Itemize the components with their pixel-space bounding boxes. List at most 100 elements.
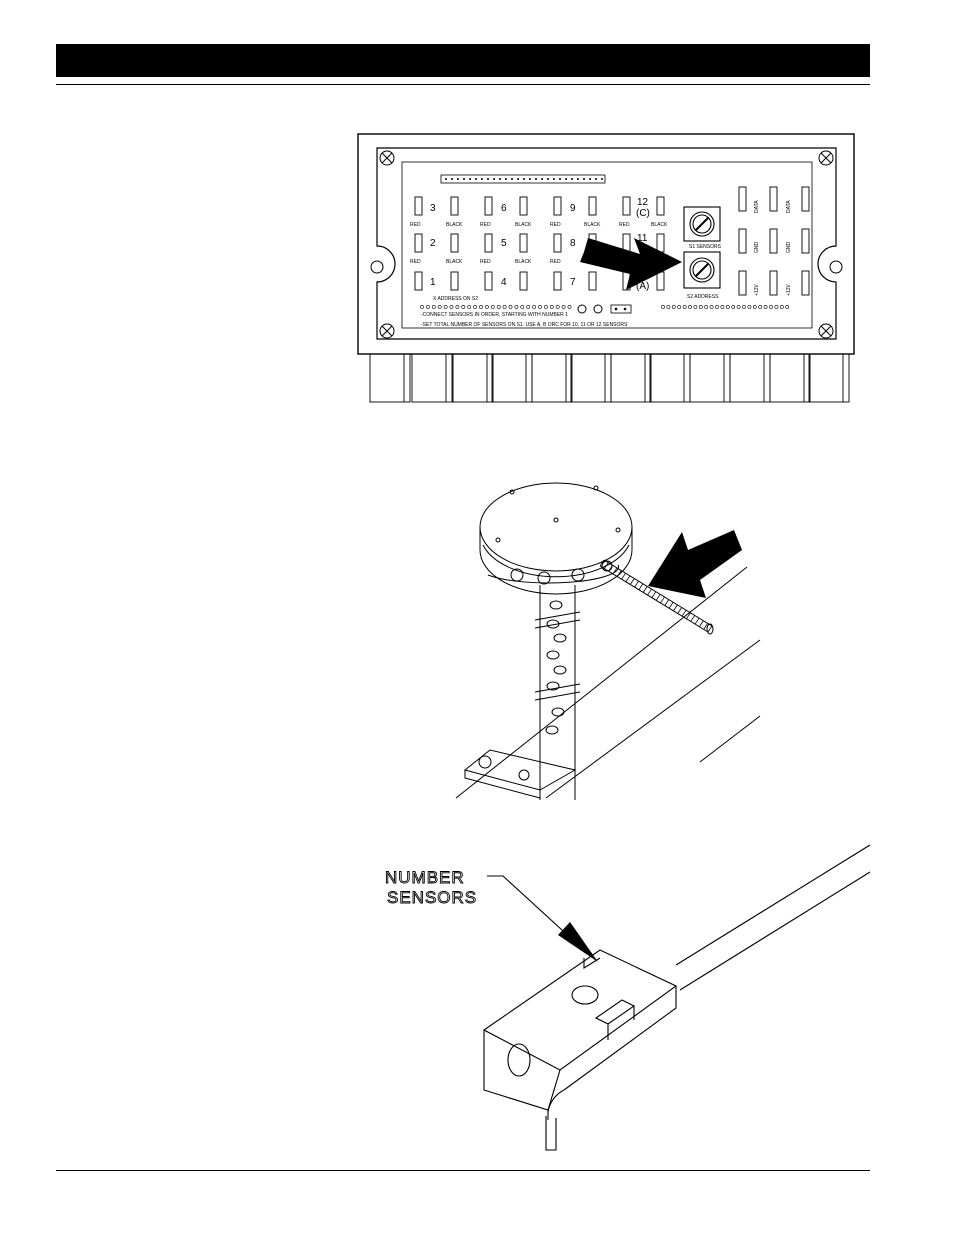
thread-line (681, 609, 687, 617)
pin-dot (526, 305, 531, 309)
right-terminal-label: GND (786, 242, 792, 254)
channel-number: 6 (501, 203, 507, 214)
pin-dot (774, 305, 779, 309)
pin-dot (493, 178, 495, 180)
pin-dot (553, 178, 555, 180)
footer-rule (56, 1170, 870, 1171)
terminal-slot (588, 196, 597, 216)
thread-line (634, 580, 639, 588)
right-terminal-label: DATA (754, 200, 760, 213)
pin-dot (517, 178, 519, 180)
pin-dot (742, 305, 746, 309)
terminal-slot (414, 233, 423, 253)
wire-label: RED (410, 222, 421, 228)
thread-line (625, 575, 631, 583)
channel-number: 2 (430, 238, 436, 249)
terminal-slot (414, 271, 423, 291)
pin-dot (484, 305, 489, 309)
pin-dot (455, 305, 460, 309)
connector-plug (531, 353, 573, 403)
pin-dot (508, 305, 513, 309)
pin-dot (785, 305, 790, 309)
pin-dot (565, 178, 567, 180)
pin-dot (481, 178, 483, 180)
wire-label: BLACK (515, 222, 532, 228)
terminal-slot (484, 271, 493, 291)
channel-number: 8 (570, 238, 576, 249)
thread-line (612, 567, 618, 575)
board-note: -SET TOTAL NUMBER OF SENSORS ON S1. USE … (421, 322, 628, 328)
thread-line (703, 623, 709, 630)
terminal-slot (769, 270, 778, 296)
terminal-slot (519, 196, 528, 216)
pin-dot (541, 178, 543, 180)
board-note: X ADDRESS ON S2 (433, 296, 478, 302)
terminal-slot (450, 196, 459, 216)
pin-dot (511, 178, 513, 180)
pin-dot (461, 305, 466, 309)
wire-label: BLACK (515, 259, 532, 265)
thread-line (616, 570, 622, 577)
right-terminal-label: GND (754, 242, 760, 254)
pin-dot (535, 178, 537, 180)
thread-line (699, 620, 704, 627)
s2-switch-label: S2 ADDRESS (687, 294, 719, 300)
pin-dot (567, 305, 572, 309)
pin-dot (469, 178, 471, 180)
wire-label: RED (410, 259, 421, 265)
pin-dot (661, 305, 665, 309)
pin-dot (514, 305, 519, 309)
thread-line (660, 596, 665, 604)
pin-dot (523, 178, 525, 180)
channel-number: 3 (430, 203, 436, 214)
connector-plug (452, 353, 494, 403)
callout-label-line1: NUMBER (385, 868, 465, 887)
pin-dot (547, 178, 549, 180)
thread-line (608, 565, 613, 572)
pin-dot (437, 305, 442, 309)
pin-dot (682, 305, 687, 309)
pin-dot (502, 305, 507, 309)
pin-dot (698, 305, 703, 309)
pin-dot (467, 305, 472, 309)
thread-line (655, 594, 661, 601)
pin-dot (520, 305, 525, 309)
connector-plug (411, 353, 453, 403)
pin-dot (473, 305, 478, 309)
terminal-slot (553, 196, 562, 216)
pin-dot (529, 178, 531, 180)
arrow-icon (580, 238, 682, 290)
terminal-slot (656, 196, 665, 216)
thread-line (603, 562, 609, 569)
pin-dot (445, 178, 447, 180)
terminal-slot (414, 196, 423, 216)
thread-line (664, 599, 670, 606)
pin-dot (559, 178, 561, 180)
wire-label: RED (550, 259, 561, 265)
header-bar (56, 44, 870, 77)
pin-dot (561, 305, 566, 309)
thread-line (694, 617, 700, 625)
channel-number: 4 (501, 277, 507, 288)
pin-dot (725, 305, 730, 309)
connector-plug (769, 353, 811, 403)
pin-dot (589, 178, 591, 180)
pin-dot (747, 305, 752, 309)
pin-dot (693, 305, 698, 309)
terminal-slot (801, 228, 810, 254)
terminal-slot (519, 233, 528, 253)
pin-dot (595, 178, 597, 180)
wire-label: BLACK (446, 259, 463, 265)
terminal-slot (769, 186, 778, 212)
connector-plug (369, 353, 411, 403)
wire-label: RED (550, 222, 561, 228)
header-rule (56, 84, 870, 85)
terminal-slot (484, 233, 493, 253)
channel-sub-label: (A) (636, 281, 649, 292)
pin-dot (420, 305, 424, 309)
pin-dot (463, 178, 465, 180)
pin-dot (752, 305, 757, 309)
pin-dot (538, 305, 542, 309)
pin-dot (443, 305, 448, 309)
pin-dot (571, 178, 573, 180)
